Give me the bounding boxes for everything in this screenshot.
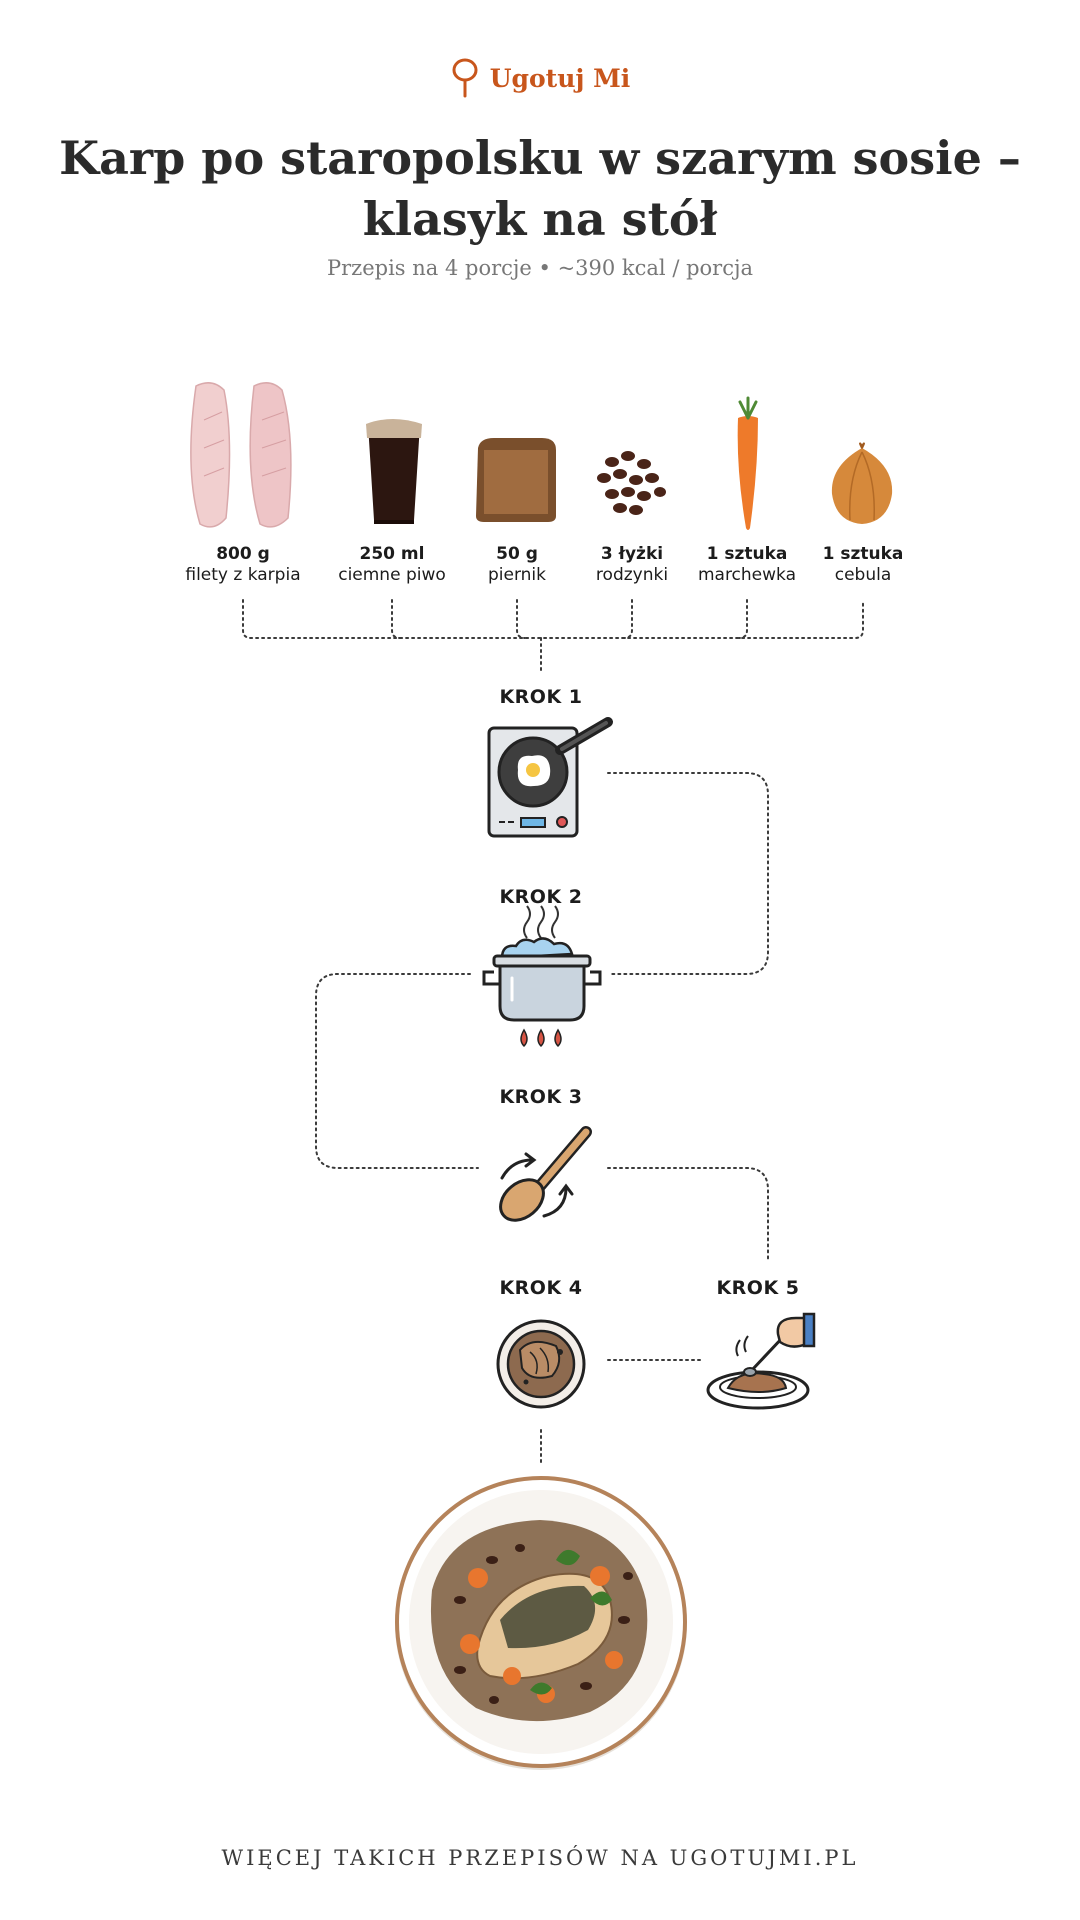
brand-name: Ugotuj Mi [489,63,631,93]
ingredient-beer: 250 ml ciemne piwo [322,544,462,586]
raisins-icon [597,451,666,515]
carp-fillet-icon [190,382,292,528]
plating-hand-icon [706,1312,816,1410]
ingredient-qty: 3 łyżki [600,544,664,564]
ingredients-connector [242,599,864,639]
page-title: Karp po staropolsku w szarym sosie – kla… [59,131,1021,246]
onion-icon [831,442,893,524]
ingredient-name: cebula [834,565,892,585]
ingredient-onion: 1 sztuka cebula [793,544,933,586]
ingredient-qty: 1 sztuka [706,544,788,564]
ingredient-carp: 800 g filety z karpia [173,544,313,586]
boiling-pot-icon [482,905,602,1048]
ingredient-carrot: 1 sztuka marchewka [677,544,817,586]
ingredient-qty: 1 sztuka [822,544,904,564]
connector-step1-step2 [607,772,769,975]
ingredient-qty: 250 ml [359,544,425,564]
ingredient-name: marchewka [697,565,797,585]
step-5-label: KROK 5 [716,1277,800,1299]
sauce-bowl-icon [496,1319,586,1409]
ingredient-name: piernik [487,565,546,585]
spoon-logo-icon [452,58,478,98]
finished-carp-plate-icon [395,1476,687,1770]
step-3-label: KROK 3 [499,1086,583,1108]
connector-step3-step5 [607,1167,769,1263]
ingredient-qty: 50 g [496,544,538,564]
step-2-label: KROK 2 [499,886,583,908]
recipe-subtitle: Przepis na 4 porcje • ~390 kcal / porcja [326,256,753,280]
ingredient-qty: 800 g [216,544,270,564]
carrot-icon [737,396,758,530]
step-4-label: KROK 4 [499,1277,583,1299]
dark-beer-icon [366,419,422,524]
footer-link[interactable]: WIĘCEJ TAKICH PRZEPISÓW NA UGOTUJMI.PL [221,1846,859,1870]
ingredient-name: rodzynki [595,565,669,585]
brand-header: Ugotuj Mi [0,58,1080,98]
connector-step2-step3 [315,973,479,1169]
ingredient-name: ciemne piwo [338,565,446,585]
stirring-spoon-icon [499,1126,592,1222]
ingredient-name: filety z karpia [185,565,301,585]
gingerbread-icon [476,438,556,522]
ingredient-raisins: 3 łyżki rodzynki [562,544,702,586]
frying-pan-stove-icon [487,717,613,838]
ingredient-gingerbread: 50 g piernik [447,544,587,586]
step-1-label: KROK 1 [499,686,583,708]
